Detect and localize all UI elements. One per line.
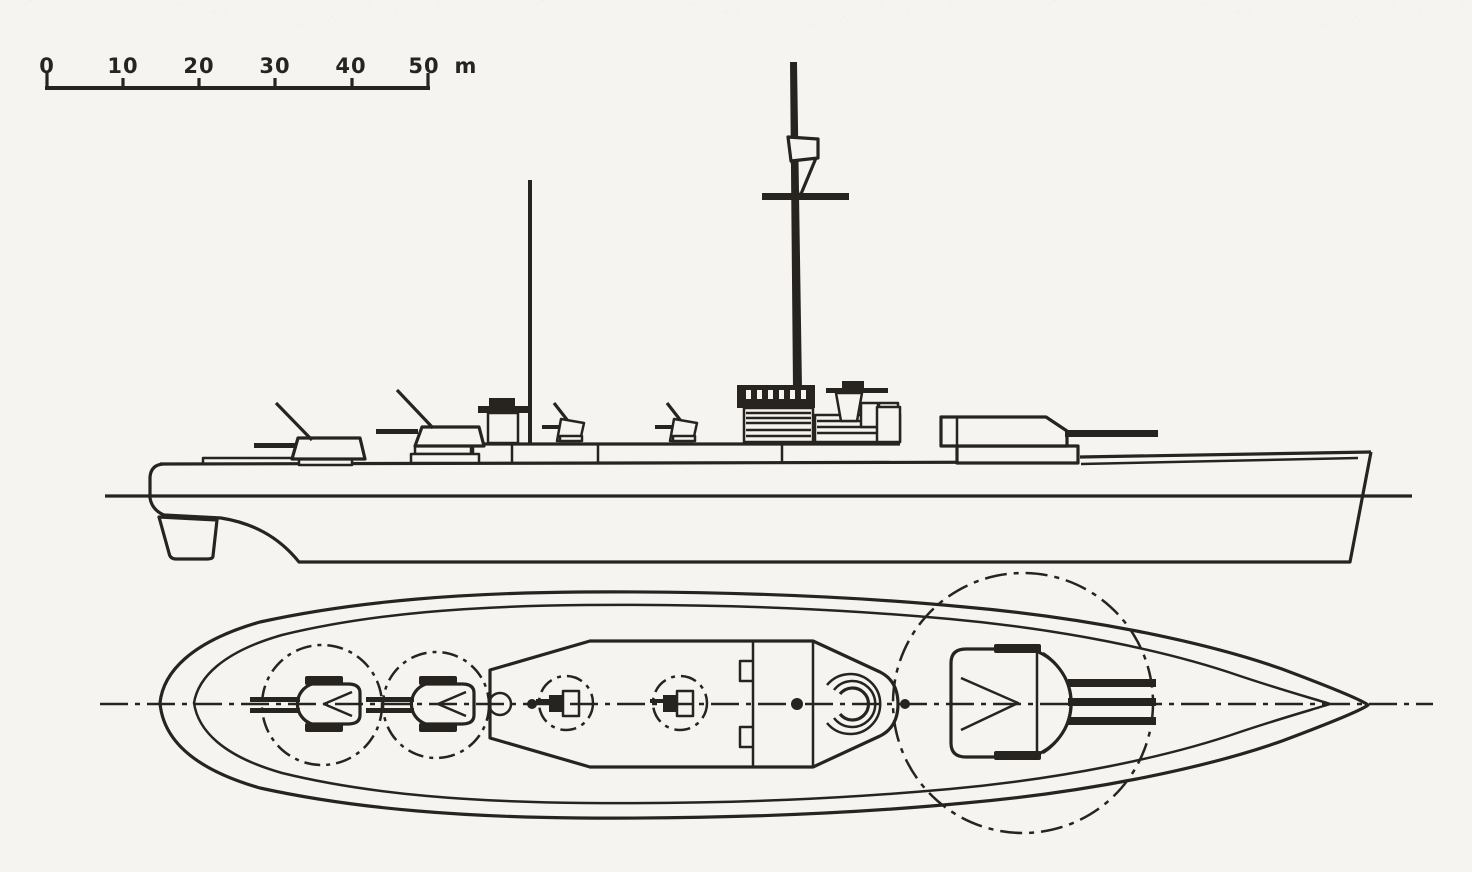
aa-gun-plan-1-stub [536, 699, 549, 703]
aa-gun-profile-1 [542, 402, 586, 443]
bridge-rangefinder-head [842, 381, 864, 390]
aft-turret-barrel-elevated [274, 401, 314, 442]
yard-arm [762, 193, 849, 200]
bridge-rangefinder-arms [826, 388, 888, 393]
aft-turret-plan-barrel-starboard [250, 708, 300, 713]
forward-turret-plan-barrel-2 [1068, 698, 1156, 706]
aa-gun-1-base [558, 434, 584, 443]
scale-bar-ticks [45, 71, 430, 88]
aft-rangefinder [478, 398, 528, 445]
rudder [157, 515, 219, 561]
forward-turret-plan-barrel-1 [1068, 679, 1156, 687]
bridge-window-slits [746, 390, 806, 399]
plan-deckhouse [488, 639, 900, 769]
superfiring-turret-body [413, 425, 486, 448]
aft-mast [528, 180, 532, 444]
superfiring-turret-plan-hood-bottom [419, 723, 457, 732]
bridge-step-lower [875, 405, 902, 444]
side-profile-view [105, 62, 1412, 564]
bridge-top-rangefinder [826, 381, 902, 444]
deck-plan-view [100, 571, 1433, 835]
aft-turret-plan-hood-top [305, 676, 343, 685]
scale-unit-label: m [455, 54, 478, 78]
superfiring-turret-barrel-level [376, 429, 418, 434]
scale-label-50: 50 [408, 54, 439, 78]
bridge-window-band [737, 385, 815, 408]
aa-gun-2-counterweight [655, 425, 672, 429]
aft-turret-plan-hood-bottom [305, 723, 343, 732]
pennant-box [786, 135, 820, 163]
aft-rangefinder-pedestal [486, 411, 520, 445]
superfiring-turret-plan-barrel-starboard [366, 708, 414, 713]
conning-tower-outer-arc [826, 672, 882, 736]
superfiring-turret-barrel-elevated [395, 388, 435, 430]
aft-turret-plan [250, 676, 362, 732]
superfiring-turret-plan-hood-top [419, 676, 457, 685]
aa-gun-1-barrel [552, 402, 570, 422]
forward-turret-barbette [955, 444, 1080, 465]
superfiring-turret-plan-barrel-port [366, 697, 414, 702]
aft-rangefinder-arms [478, 406, 528, 413]
aa-gun-1-counterweight [542, 425, 559, 429]
bridge-wing-notches [738, 659, 753, 749]
bridge-railing-lines [746, 411, 811, 438]
aa-gun-plan-2-stub [650, 699, 663, 703]
scale-bar: 0 10 20 30 40 50 m [39, 54, 478, 90]
bridge-rangefinder-pedestal [834, 391, 864, 423]
aft-turret-profile [254, 401, 367, 467]
forward-turret-plan-hood-top [994, 644, 1041, 653]
plan-hull-outer-outline [158, 590, 1370, 820]
scale-label-10: 10 [107, 54, 138, 78]
aa-gun-plan-1-mount [549, 695, 563, 712]
aft-turret-plan-barrel-port [250, 697, 300, 702]
scale-label-40: 40 [335, 54, 366, 78]
aft-turret-barrel-level [254, 443, 297, 448]
aa-gun-2-barrel [665, 402, 683, 422]
hull-profile-outline [148, 451, 1373, 564]
aft-turret-body [290, 436, 367, 461]
scale-label-20: 20 [183, 54, 214, 78]
pennant-stays [790, 157, 818, 195]
main-mast [762, 62, 849, 389]
superfiring-turret-base-lower [409, 452, 481, 465]
superfiring-turret-profile [376, 388, 486, 465]
aft-rangefinder-head [489, 398, 515, 407]
bow-bulwark-lower-line [1080, 456, 1359, 466]
scale-label-30: 30 [259, 54, 290, 78]
scale-label-0: 0 [39, 54, 55, 78]
forward-turret-plan-barrel-3 [1068, 717, 1156, 725]
forward-turret-body [939, 415, 1069, 448]
bridge-step-upper [859, 401, 880, 429]
scan-artifact-band [0, 0, 1472, 26]
aft-deck-step-line [201, 456, 296, 464]
aa-gun-profile-2 [655, 402, 699, 443]
aa-gun-2-firing-arc [651, 674, 709, 732]
forward-turret-barrel [1065, 430, 1158, 437]
deckhouse-outline [488, 639, 900, 769]
forward-turret-plan-hood-bottom [994, 751, 1041, 760]
aa-gun-2-base [671, 434, 697, 443]
bow-bulwark-upper-line [1079, 450, 1372, 459]
forward-turret-profile [939, 415, 1158, 465]
